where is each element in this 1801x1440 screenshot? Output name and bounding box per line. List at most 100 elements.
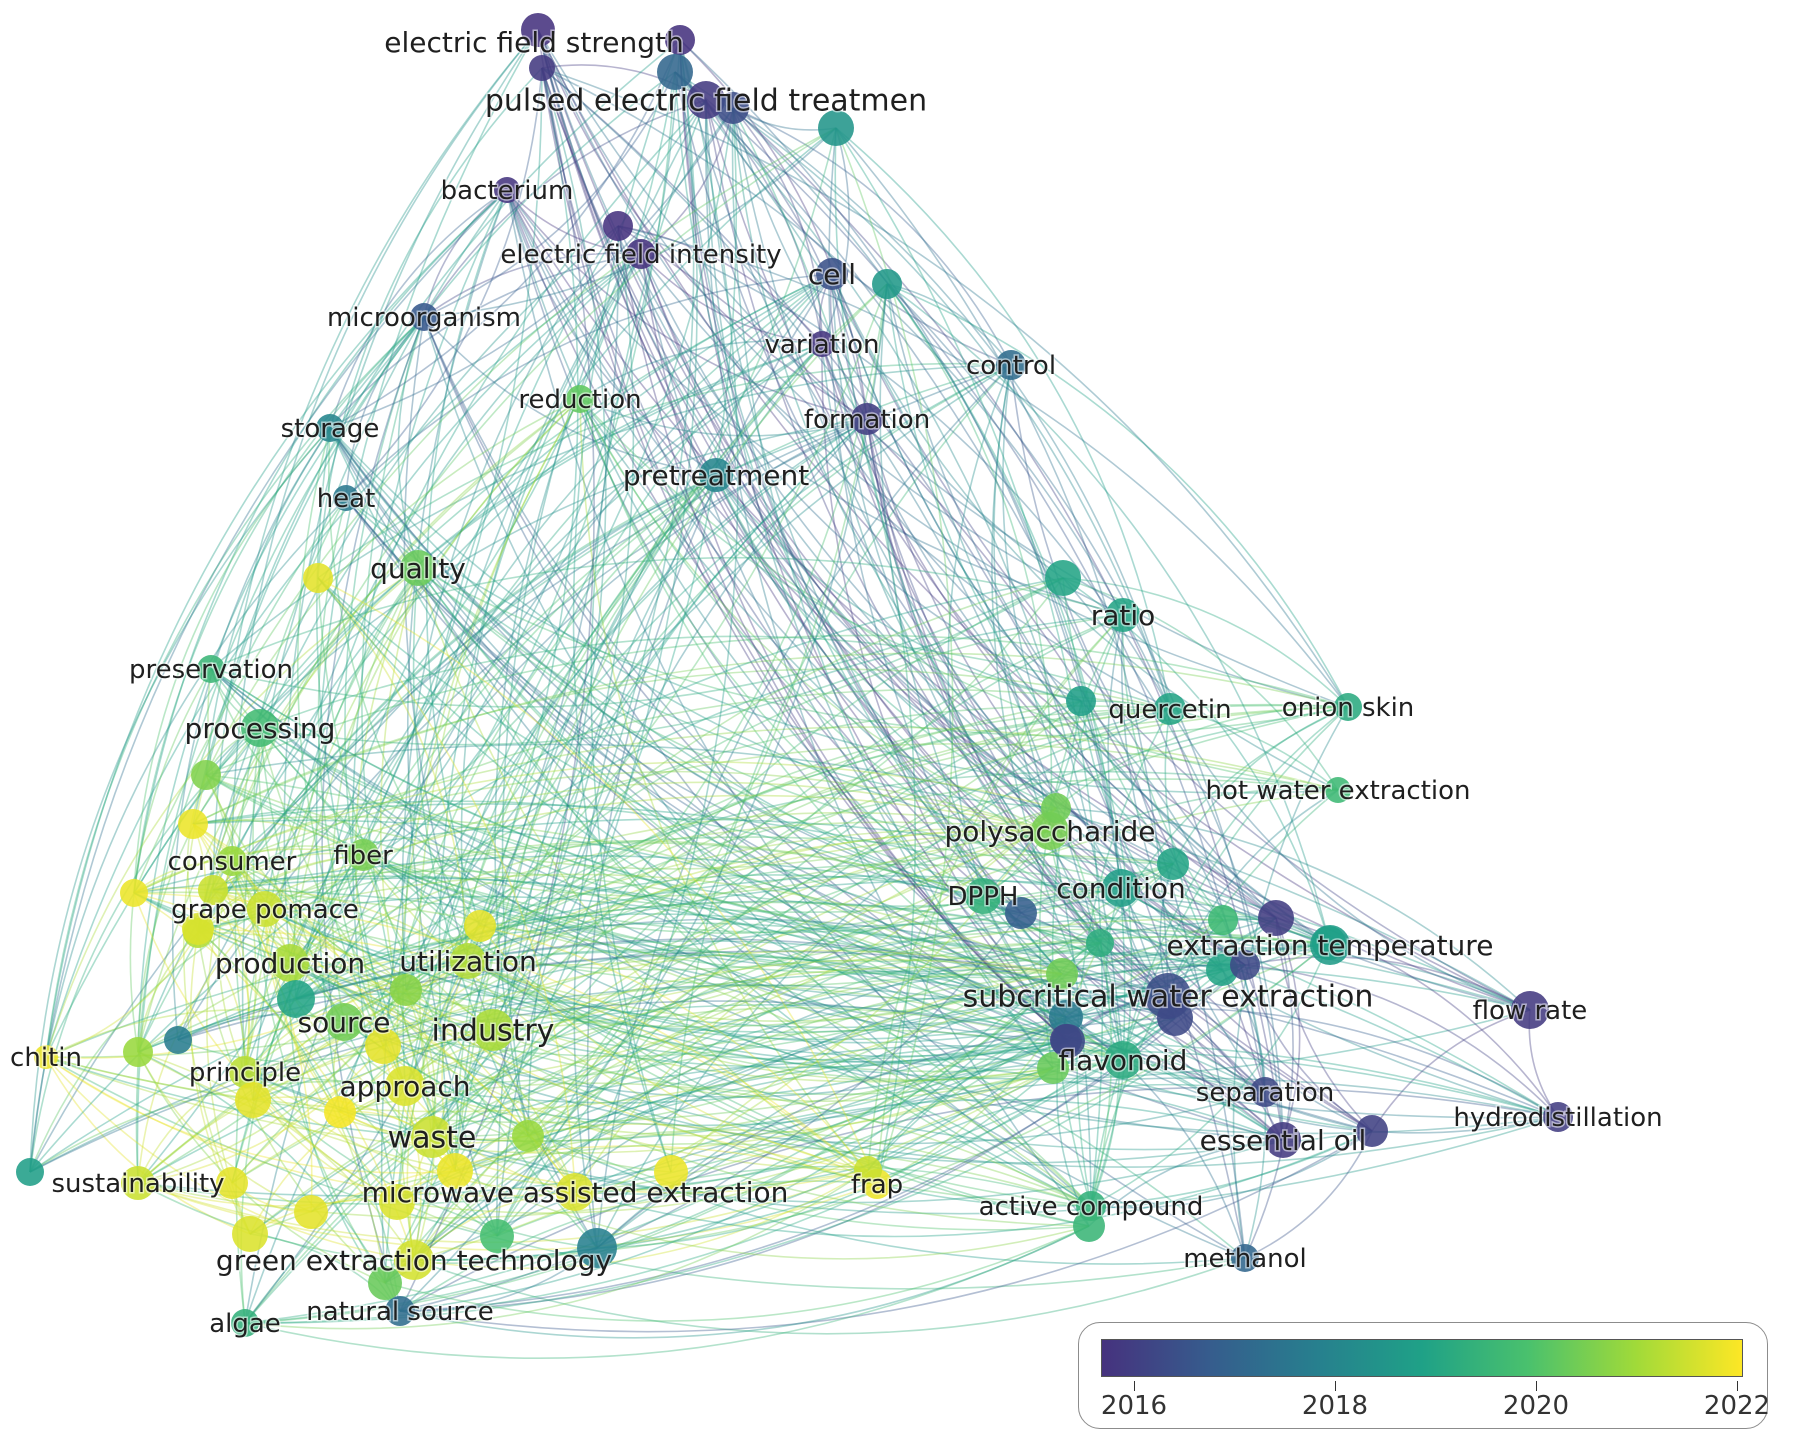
keyword-node[interactable] <box>271 944 309 982</box>
keyword-node[interactable] <box>603 211 633 241</box>
keyword-node[interactable] <box>1312 926 1346 960</box>
network-edge <box>574 1017 1176 1195</box>
keyword-node[interactable] <box>816 258 848 290</box>
keyword-node[interactable] <box>231 1309 259 1337</box>
keyword-node[interactable] <box>368 1266 402 1300</box>
keyword-node[interactable] <box>1106 598 1140 632</box>
keyword-node[interactable] <box>400 550 436 586</box>
network-edge <box>1122 1059 1559 1134</box>
keyword-node[interactable] <box>1051 1024 1085 1058</box>
keyword-node[interactable] <box>872 269 902 299</box>
keyword-node[interactable] <box>241 709 279 747</box>
network-edge <box>328 427 481 927</box>
keyword-node[interactable] <box>556 1173 594 1211</box>
keyword-node[interactable] <box>1045 560 1081 596</box>
keyword-node[interactable] <box>333 485 359 511</box>
keyword-node[interactable] <box>717 92 749 124</box>
keyword-node[interactable] <box>1046 958 1078 990</box>
keyword-node[interactable] <box>1230 950 1260 980</box>
keyword-node[interactable] <box>1086 929 1114 957</box>
keyword-node[interactable] <box>247 891 283 927</box>
keyword-node[interactable] <box>1543 1102 1573 1132</box>
keyword-node[interactable] <box>1208 905 1238 935</box>
keyword-node[interactable] <box>394 1240 434 1280</box>
keyword-node[interactable] <box>365 1028 401 1064</box>
keyword-node[interactable] <box>665 25 695 55</box>
keyword-node[interactable] <box>851 403 883 435</box>
keyword-node[interactable] <box>1073 1210 1105 1242</box>
keyword-node[interactable] <box>197 655 225 683</box>
keyword-node[interactable] <box>699 458 733 492</box>
keyword-node[interactable] <box>854 1156 882 1184</box>
keyword-node[interactable] <box>16 1158 44 1186</box>
keyword-node[interactable] <box>123 1037 153 1067</box>
keyword-node[interactable] <box>494 177 520 203</box>
keyword-node[interactable] <box>410 303 438 331</box>
keyword-node[interactable] <box>324 1096 356 1128</box>
keyword-node[interactable] <box>450 943 486 979</box>
keyword-node[interactable] <box>1250 1077 1280 1107</box>
keyword-node[interactable] <box>437 1153 473 1189</box>
keyword-node[interactable] <box>120 879 148 907</box>
keyword-node[interactable] <box>216 1167 248 1199</box>
keyword-node[interactable] <box>1511 991 1549 1029</box>
keyword-node[interactable] <box>164 1026 192 1054</box>
keyword-node[interactable] <box>1231 1244 1259 1272</box>
keyword-node[interactable] <box>1206 954 1238 986</box>
keyword-node[interactable] <box>577 1228 617 1268</box>
keyword-node[interactable] <box>521 13 555 47</box>
keyword-node[interactable] <box>1102 869 1140 907</box>
network-edge <box>866 418 1284 1141</box>
keyword-node[interactable] <box>1066 686 1096 716</box>
keyword-node[interactable] <box>566 385 594 413</box>
keyword-node[interactable] <box>1157 848 1189 880</box>
keyword-node[interactable] <box>1157 1000 1193 1036</box>
network-edge <box>244 273 833 1324</box>
keyword-node[interactable] <box>390 974 422 1006</box>
keyword-node[interactable] <box>121 1166 155 1200</box>
keyword-node[interactable] <box>1258 900 1294 936</box>
keyword-node[interactable] <box>687 81 725 119</box>
keyword-node[interactable] <box>385 1296 415 1326</box>
keyword-node[interactable] <box>654 1155 688 1189</box>
keyword-node[interactable] <box>1154 693 1186 725</box>
keyword-node[interactable] <box>626 239 656 269</box>
keyword-node[interactable] <box>191 760 221 790</box>
keyword-node[interactable] <box>347 839 379 871</box>
keyword-node[interactable] <box>182 913 214 945</box>
keyword-node[interactable] <box>34 1045 58 1069</box>
keyword-node[interactable] <box>277 980 315 1018</box>
keyword-node[interactable] <box>1041 793 1071 823</box>
keyword-node[interactable] <box>529 55 555 81</box>
keyword-node[interactable] <box>818 110 854 146</box>
keyword-node[interactable] <box>294 1195 328 1229</box>
keyword-node[interactable] <box>657 54 693 90</box>
keyword-node[interactable] <box>316 414 344 442</box>
keyword-node[interactable] <box>512 1120 544 1152</box>
keyword-node[interactable] <box>1325 777 1351 803</box>
keyword-node[interactable] <box>385 1066 425 1106</box>
keyword-node[interactable] <box>178 809 208 839</box>
keyword-node[interactable] <box>235 1082 271 1118</box>
keyword-node[interactable] <box>996 350 1026 380</box>
keyword-node[interactable] <box>965 878 1001 914</box>
keyword-node[interactable] <box>464 910 496 942</box>
keyword-node[interactable] <box>480 1219 514 1253</box>
keyword-node[interactable] <box>325 1003 363 1041</box>
keyword-node[interactable] <box>1356 1115 1388 1147</box>
keyword-node[interactable] <box>232 1216 268 1252</box>
keyword-node[interactable] <box>1037 1052 1069 1084</box>
keyword-node[interactable] <box>379 1184 415 1220</box>
network-edge <box>133 127 837 894</box>
keyword-node[interactable] <box>303 563 333 593</box>
keyword-node[interactable] <box>217 846 247 876</box>
keyword-node[interactable] <box>198 875 228 905</box>
keyword-node[interactable] <box>809 331 835 357</box>
keyword-node[interactable] <box>472 1009 514 1051</box>
keyword-node[interactable] <box>1005 897 1037 929</box>
keyword-node[interactable] <box>229 1056 261 1088</box>
keyword-node[interactable] <box>1104 1041 1142 1079</box>
keyword-node[interactable] <box>1334 693 1362 721</box>
keyword-node[interactable] <box>411 1116 453 1158</box>
keyword-node[interactable] <box>1265 1122 1301 1158</box>
